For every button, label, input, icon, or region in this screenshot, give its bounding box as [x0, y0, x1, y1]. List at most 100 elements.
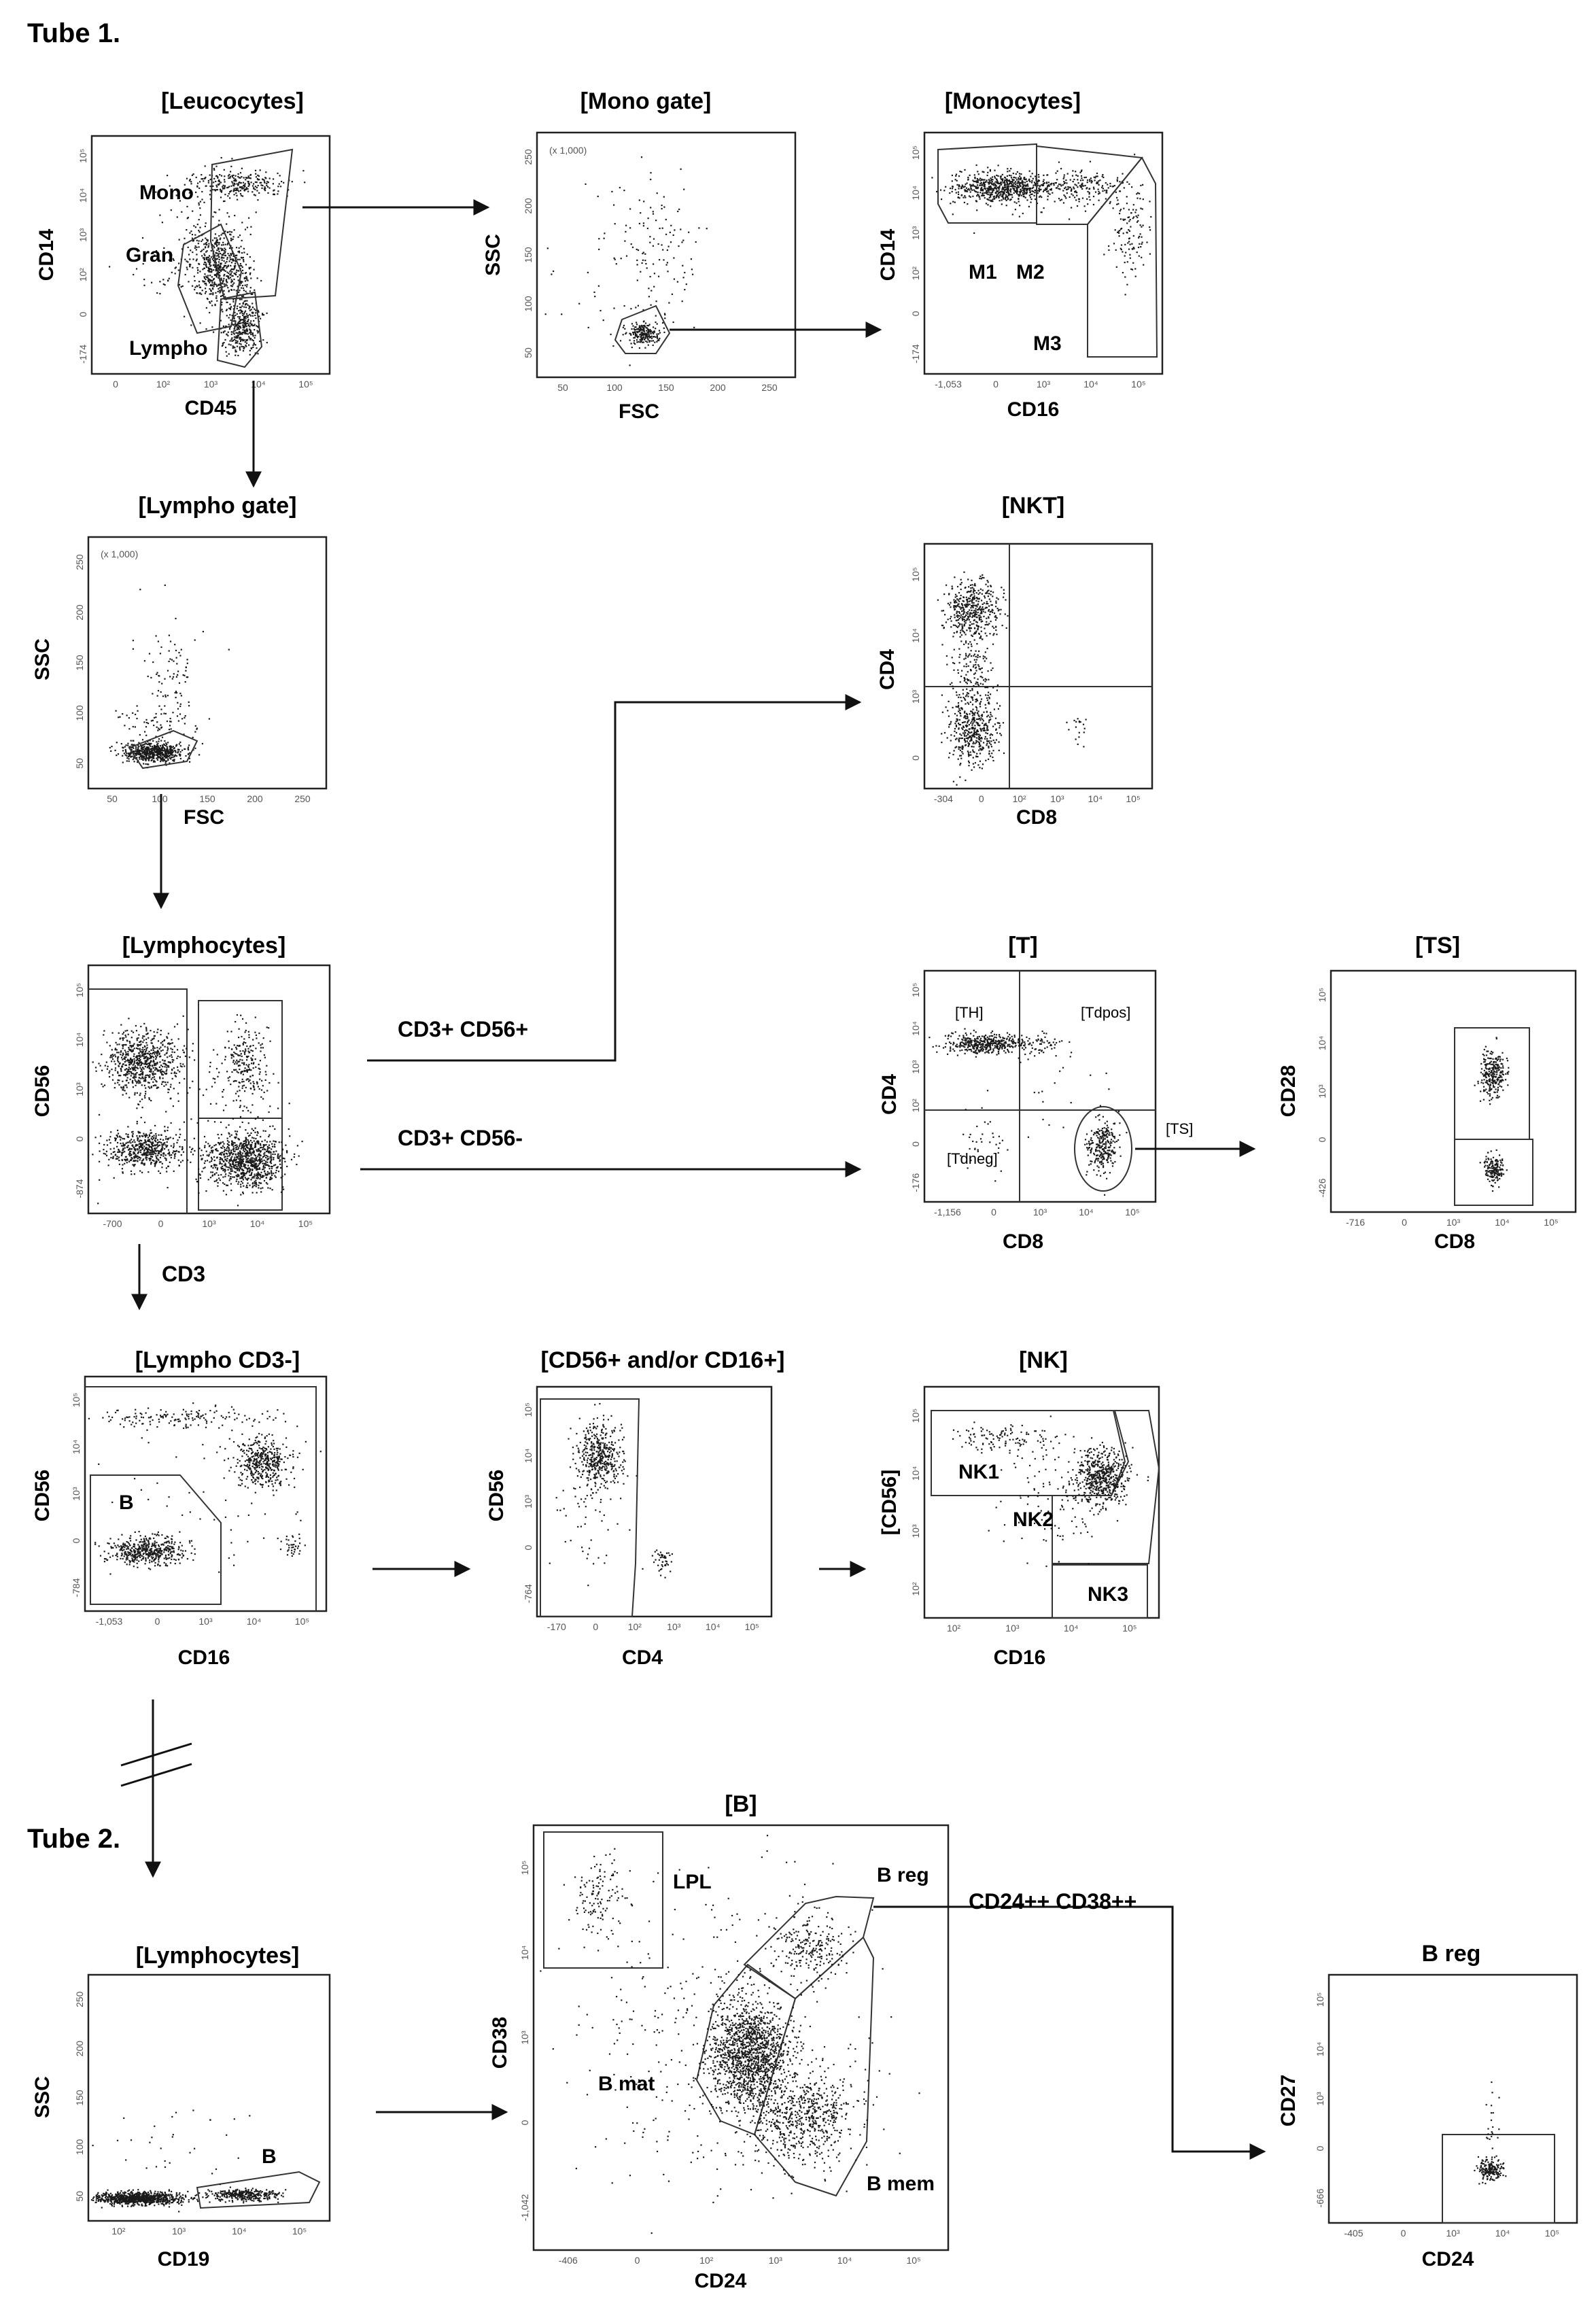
event-dot [205, 222, 207, 224]
event-dot [976, 709, 977, 710]
event-dot [1064, 182, 1066, 184]
event-dot [122, 1059, 123, 1060]
event-dot [1093, 196, 1094, 197]
event-dot [241, 281, 243, 283]
event-dot [974, 583, 975, 585]
event-dot [997, 194, 999, 195]
event-dot [666, 264, 667, 266]
event-dot [160, 709, 162, 710]
x-axis-label: FSC [184, 806, 224, 829]
event-dot [638, 336, 639, 337]
event-dot [1047, 198, 1048, 200]
event-dot [634, 340, 635, 341]
event-dot [277, 190, 279, 192]
event-dot [241, 252, 243, 254]
event-dot [973, 743, 974, 744]
event-dot [163, 1086, 164, 1087]
event-dot [237, 276, 239, 277]
event-dot [684, 289, 685, 290]
event-dot [624, 241, 625, 242]
event-dot [1011, 182, 1013, 183]
event-dot [992, 644, 994, 645]
event-dot [177, 1069, 179, 1071]
event-dot [137, 749, 138, 750]
event-dot [152, 661, 154, 663]
event-dot [109, 266, 110, 267]
event-dot [145, 1091, 146, 1092]
event-dot [985, 678, 986, 680]
event-dot [1059, 188, 1060, 190]
event-dot [973, 714, 975, 715]
event-dot [1003, 597, 1004, 598]
event-dot [208, 279, 209, 281]
event-dot [225, 283, 226, 285]
event-dot [973, 588, 975, 589]
event-dot [211, 250, 212, 252]
event-dot [205, 288, 206, 289]
event-dot [648, 296, 650, 297]
y-tick-label: 10² [910, 266, 921, 281]
event-dot [999, 733, 1001, 734]
event-dot [983, 616, 984, 617]
event-dot [167, 1048, 169, 1050]
event-dot [180, 745, 181, 746]
event-dot [954, 202, 956, 203]
event-dot [216, 175, 218, 177]
event-dot [668, 302, 670, 303]
event-dot [982, 593, 983, 595]
event-dot [653, 336, 654, 337]
event-dot [223, 278, 224, 279]
event-dot [969, 612, 971, 614]
event-dot [217, 258, 218, 260]
event-dot [637, 279, 638, 281]
event-dot [196, 292, 197, 294]
event-dot [975, 712, 976, 713]
event-dot [956, 719, 957, 720]
event-dot [109, 1056, 111, 1058]
event-dot [239, 320, 241, 322]
event-dot [967, 692, 968, 693]
event-dot [241, 222, 243, 223]
event-dot [665, 234, 667, 235]
event-dot [1011, 184, 1013, 186]
event-dot [996, 196, 998, 197]
event-dot [240, 282, 241, 283]
event-dot [171, 1056, 173, 1058]
event-dot [141, 746, 142, 747]
event-dot [213, 247, 215, 248]
event-dot [124, 753, 125, 754]
event-dot [1121, 244, 1122, 245]
event-dot [974, 639, 975, 640]
event-dot [650, 341, 652, 342]
event-dot [206, 259, 207, 260]
event-dot [145, 1029, 147, 1030]
event-dot [145, 760, 147, 761]
event-dot [990, 177, 991, 179]
event-dot [237, 316, 239, 317]
event-dot [972, 615, 973, 617]
event-dot [125, 750, 126, 751]
event-dot [982, 672, 983, 673]
event-dot [234, 229, 235, 230]
event-dot [968, 761, 969, 762]
event-dot [1013, 188, 1015, 189]
event-dot [164, 1082, 166, 1083]
event-dot [650, 305, 652, 306]
event-dot [241, 298, 243, 300]
event-dot [977, 725, 979, 726]
event-dot [1086, 187, 1088, 188]
event-dot [232, 286, 233, 287]
event-dot [1149, 254, 1151, 255]
event-dot [977, 192, 979, 193]
event-dot [987, 603, 988, 604]
event-dot [234, 273, 235, 274]
event-dot [257, 326, 258, 327]
x-tick-label: 10⁴ [1088, 793, 1103, 804]
event-dot [1001, 587, 1002, 588]
event-dot [954, 713, 956, 714]
event-dot [977, 628, 978, 629]
event-dot [220, 189, 221, 190]
event-dot [986, 697, 988, 699]
event-dot [952, 188, 953, 189]
event-dot [982, 171, 984, 173]
